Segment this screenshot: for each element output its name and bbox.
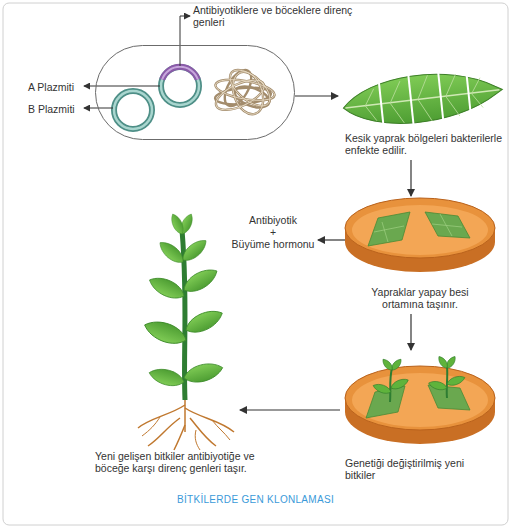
additive-text: Büyüme hormonu	[228, 238, 318, 250]
roots	[212, 420, 230, 440]
roots	[138, 398, 234, 450]
petri-dish	[345, 366, 495, 430]
cut-line	[378, 65, 472, 134]
petri-dish	[352, 373, 488, 427]
flow-arrow	[240, 409, 340, 410]
leaf	[470, 78, 482, 94]
additive-text: Antibiyotik	[228, 214, 318, 226]
petri-dish	[345, 355, 495, 444]
plant-leaf	[183, 306, 226, 338]
petri-dish	[345, 198, 495, 258]
leaf	[390, 102, 404, 124]
plantlet	[446, 374, 466, 388]
figure-caption: BİTKİLERDE GEN KLONLAMASI	[0, 494, 511, 505]
leaf	[365, 105, 377, 122]
plant-leaf	[182, 360, 225, 386]
roots	[138, 405, 185, 428]
roots	[190, 418, 216, 446]
bacterium-contents	[114, 63, 276, 129]
additive-text: +	[228, 226, 318, 238]
petri-dish	[345, 198, 495, 272]
cut-line	[379, 78, 384, 130]
leaf	[341, 67, 505, 130]
step-caption: Yapraklar yapay besi ortamına taşınır.	[355, 286, 485, 310]
gene-label: Antibiyotiklere ve böceklere direnç genl…	[193, 4, 353, 28]
cut-line	[438, 70, 444, 126]
plant-leaf	[156, 238, 187, 267]
leaf	[472, 93, 484, 109]
roots	[142, 417, 160, 436]
leaf	[444, 74, 458, 96]
plantlet	[381, 357, 395, 372]
leaf	[345, 90, 499, 108]
plant-leaf	[146, 273, 187, 303]
petri-dish	[374, 226, 404, 232]
plant-leaf	[169, 212, 187, 236]
leaf	[364, 89, 376, 106]
bacterium-contents	[114, 91, 152, 129]
plantlet	[390, 368, 392, 402]
leaf	[416, 75, 430, 99]
chromosome	[212, 63, 276, 118]
plantlet	[428, 379, 448, 391]
leaf	[340, 62, 505, 138]
leaf	[418, 98, 432, 122]
cut-line	[408, 71, 414, 131]
bacterium-contents	[161, 67, 199, 105]
chromosome	[227, 68, 268, 119]
petri-dish	[352, 205, 488, 255]
leaf	[446, 95, 460, 117]
plantlet	[390, 366, 447, 402]
plantlet	[437, 355, 450, 370]
leader-line	[84, 16, 190, 108]
bacterium-contents	[161, 67, 199, 105]
flow-arrow	[410, 314, 411, 350]
petri-dish	[440, 214, 452, 236]
additive-label: Antibiyotik+Büyüme hormonu	[228, 212, 318, 254]
plant-leaf	[147, 366, 186, 390]
leaf	[388, 81, 402, 103]
plant-leaf	[180, 264, 221, 297]
bacterium-contents	[162, 67, 198, 80]
roots	[148, 418, 180, 446]
roots	[195, 430, 200, 450]
petri-dish-stage: Yapraklar yapay besi ortamına taşınır.	[345, 196, 495, 314]
roots	[174, 425, 185, 450]
plantlet	[389, 377, 409, 392]
leader-line	[180, 16, 190, 66]
chromosome	[212, 63, 276, 118]
bacterium-contents	[114, 91, 152, 129]
flow-arrow	[410, 160, 411, 196]
step-caption: Yeni gelişen bitkiler antibiyotiğe ve bö…	[95, 450, 255, 474]
plant-leaf	[179, 236, 210, 265]
plantlet	[372, 382, 392, 396]
step-caption: Kesik yaprak bölgeleri bakterilerle enfe…	[345, 132, 510, 156]
plasmid-label: B Plazmiti	[28, 103, 88, 115]
plantlet	[372, 355, 466, 396]
leaf-stage: Kesik yaprak bölgeleri bakterilerle enfe…	[338, 68, 508, 160]
plant	[138, 212, 234, 450]
bacterium-cell: Antibiyotiklere ve böceklere direnç genl…	[95, 45, 295, 140]
petri-dish-stage: Genetiği değiştirilmiş yeni bitkiler	[340, 350, 500, 485]
chromosome	[224, 63, 276, 112]
petri-dish	[368, 212, 410, 246]
plant-leaf	[142, 316, 190, 348]
flow-arrow	[295, 95, 338, 96]
plant-leaf	[142, 212, 226, 389]
outer-frame	[3, 3, 508, 525]
leader-line	[84, 108, 113, 109]
petri-dish	[428, 385, 470, 410]
flow-arrow	[318, 239, 345, 240]
cut-line	[466, 73, 470, 116]
petri-dish	[382, 222, 388, 242]
plasmid-label: A Plazmiti	[28, 81, 88, 93]
bacterium-contents	[162, 67, 198, 80]
petri-dish	[374, 214, 462, 242]
petri-dish	[425, 212, 470, 238]
plant-stage: Yeni gelişen bitkiler antibiyotiğe ve bö…	[95, 222, 240, 492]
step-caption: Genetiği değiştirilmiş yeni bitkiler	[345, 457, 475, 481]
